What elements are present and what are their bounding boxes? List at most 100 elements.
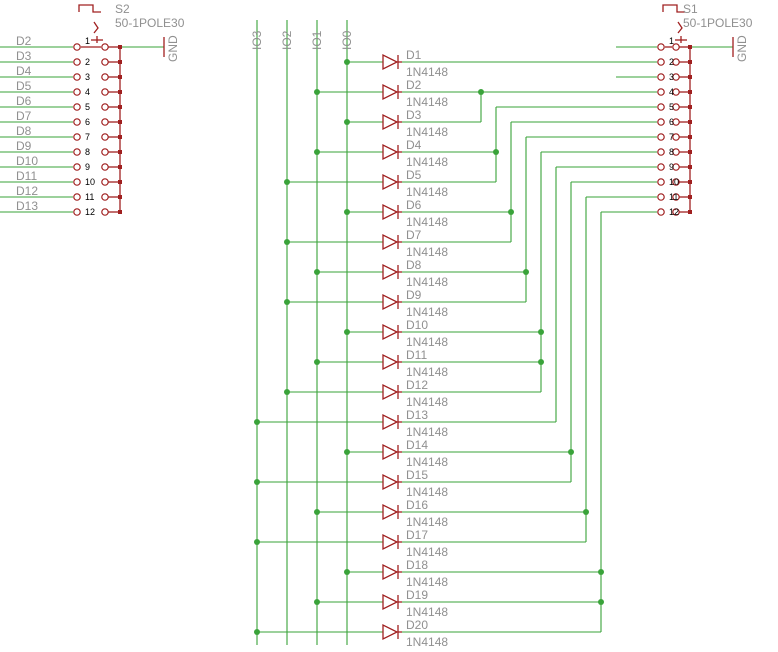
switch_left-pin-pad xyxy=(118,180,122,184)
diode-triangle-D20 xyxy=(382,623,399,641)
net-label-D11: D11 xyxy=(16,169,37,183)
switch_left-contact-ring xyxy=(101,163,109,171)
net-label-D6: D6 xyxy=(16,94,32,108)
label-layer: 123456789101112GNDS250-1POLE30D2D3D4D5D6… xyxy=(16,2,753,649)
diode-ref-D4: D4 xyxy=(406,138,422,152)
diode-symbol-D18 xyxy=(382,563,402,581)
switch_left-contact-ring xyxy=(101,148,109,156)
diode-triangle-D5 xyxy=(382,173,399,191)
diode-symbol-D9 xyxy=(382,293,402,311)
switch_right-actuator xyxy=(677,21,683,34)
switch_right-pin-number: 12 xyxy=(669,207,679,217)
diode-ref-D14: D14 xyxy=(406,438,428,452)
diode-ref-D17: D17 xyxy=(406,528,428,542)
switch_left-pin-pad xyxy=(118,60,122,64)
switch_right-pin-pad xyxy=(688,105,692,109)
switch_left-pin-number: 7 xyxy=(85,132,90,142)
switch_left-pin-number: 9 xyxy=(85,162,90,172)
route-junction-pin10 xyxy=(568,449,574,455)
diode-ref-D11: D11 xyxy=(406,348,427,362)
diode-symbol-D2 xyxy=(382,83,402,101)
switch_left-value: 50-1POLE30 xyxy=(115,16,185,30)
net-label-D10: D10 xyxy=(16,154,38,168)
bus-label-IO0: IO0 xyxy=(340,30,354,50)
switch_right-ref: S1 xyxy=(683,2,698,16)
switch_right-pin-pad xyxy=(688,60,692,64)
switch_left-contact-ring xyxy=(73,133,81,141)
switch_left-contact-ring xyxy=(73,148,81,156)
diode-symbol-D20 xyxy=(382,623,402,641)
diode-part-D19: 1N4148 xyxy=(406,605,448,619)
switch_left-pin-pad xyxy=(118,90,122,94)
switch_left-pin-number: 4 xyxy=(85,87,90,97)
diode-triangle-D4 xyxy=(382,143,399,161)
diode-symbol-D19 xyxy=(382,593,402,611)
diode-symbol-D11 xyxy=(382,353,402,371)
switch_right-pin-number: 4 xyxy=(669,87,674,97)
diode-symbol-D13 xyxy=(382,413,402,431)
switch_left-contact-ring xyxy=(73,163,81,171)
diode-ref-D1: D1 xyxy=(406,48,422,62)
net-label-D3: D3 xyxy=(16,49,32,63)
net-label-D8: D8 xyxy=(16,124,32,138)
diode-ref-D9: D9 xyxy=(406,288,422,302)
switch_left-contact-ring xyxy=(73,193,81,201)
switch_left-pin-number: 1 xyxy=(85,36,90,46)
diode-symbol-D16 xyxy=(382,503,402,521)
diode-symbol-D6 xyxy=(382,203,402,221)
diode-symbol-D15 xyxy=(382,473,402,491)
diode-part-D15: 1N4148 xyxy=(406,485,448,499)
switch_left-pin-pad xyxy=(118,120,122,124)
diode-triangle-D9 xyxy=(382,293,399,311)
diode-part-D10: 1N4148 xyxy=(406,335,448,349)
diode-part-D11: 1N4148 xyxy=(406,365,448,379)
switch_right-pin-pad xyxy=(688,150,692,154)
diode-triangle-D8 xyxy=(382,263,399,281)
switch_right-contact-ring xyxy=(657,133,665,141)
switch_left-pin-number: 11 xyxy=(85,192,94,202)
diode-symbol-D1 xyxy=(382,53,402,71)
net-label-D13: D13 xyxy=(16,199,38,213)
switch_right-contact-ring xyxy=(657,148,665,156)
diode-part-D5: 1N4148 xyxy=(406,185,448,199)
diode-ref-D19: D19 xyxy=(406,588,428,602)
diode-part-D12: 1N4148 xyxy=(406,395,448,409)
switch_left-contact-ring xyxy=(73,178,81,186)
switch_left-pin-number: 12 xyxy=(85,207,95,217)
switch_right-pin-number: 3 xyxy=(669,72,674,82)
switch_left-pin-number: 10 xyxy=(85,177,95,187)
diode-symbol-D5 xyxy=(382,173,402,191)
switch_right-pin-number: 8 xyxy=(669,147,674,157)
diode-symbol-D10 xyxy=(382,323,402,341)
route-junction-pin12 xyxy=(598,599,604,605)
switch_right-pin-number: 5 xyxy=(669,102,674,112)
switch_right-pin-number: 1 xyxy=(669,36,674,46)
switch_left-pin-number: 3 xyxy=(85,72,90,82)
switch_left-pin-pad xyxy=(118,75,122,79)
switch_left-contact-ring xyxy=(73,58,81,66)
diode-ref-D6: D6 xyxy=(406,198,422,212)
diode-part-D4: 1N4148 xyxy=(406,155,448,169)
net-label-D7: D7 xyxy=(16,109,32,123)
diode-symbol-D4 xyxy=(382,143,402,161)
route-junction-pin8 xyxy=(538,329,544,335)
diode-part-D9: 1N4148 xyxy=(406,305,448,319)
diode-triangle-D11 xyxy=(382,353,399,371)
diode-ref-D7: D7 xyxy=(406,228,422,242)
diode-symbol-D14 xyxy=(382,443,402,461)
diode-part-D18: 1N4148 xyxy=(406,575,448,589)
diode-part-D14: 1N4148 xyxy=(406,455,448,469)
switch_left-contact-ring xyxy=(101,43,109,51)
switch_right-pin-pad xyxy=(688,210,692,214)
switch_right-pin-number: 2 xyxy=(669,57,674,67)
component-layer xyxy=(73,4,734,641)
switch_right-pin-pad xyxy=(688,180,692,184)
route-junction-pin11 xyxy=(583,509,589,515)
switch_right-pin-pad xyxy=(688,45,692,49)
diode-part-D3: 1N4148 xyxy=(406,125,448,139)
switch_left-pin-pad xyxy=(118,105,122,109)
route-junction-pin7 xyxy=(523,269,529,275)
diode-triangle-D13 xyxy=(382,413,399,431)
net-label-D9: D9 xyxy=(16,139,32,153)
diode-part-D20: 1N4148 xyxy=(406,635,448,649)
